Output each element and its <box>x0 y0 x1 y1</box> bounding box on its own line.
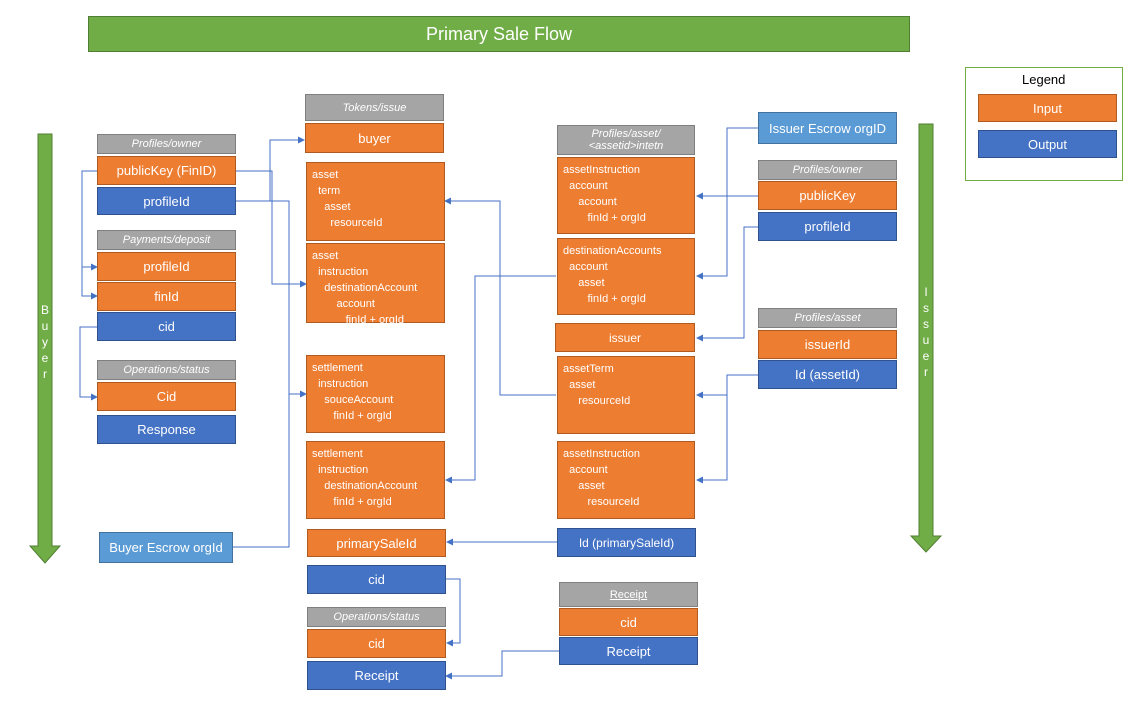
connector <box>696 226 758 342</box>
issuer-asset-id: Id (assetId) <box>758 360 897 389</box>
connector <box>696 374 758 399</box>
connector <box>445 275 556 484</box>
diagram-title: Primary Sale Flow <box>88 16 910 52</box>
issuer-public-key: publicKey <box>758 181 897 210</box>
intent-issuer: issuer <box>555 323 695 352</box>
issuer-lane-arrow <box>909 123 943 553</box>
connector <box>696 127 758 280</box>
payments-profile-id: profileId <box>97 252 236 281</box>
buyer-escrow-org-id: Buyer Escrow orgId <box>99 532 233 563</box>
tokens-asset-term: asset term asset resourceId <box>306 162 445 241</box>
connector <box>444 197 556 396</box>
intent-asset-instruction: assetInstruction account account finId +… <box>557 157 695 234</box>
issuer-letter: e <box>922 349 930 363</box>
bottom-operations-cid: cid <box>307 629 446 658</box>
tokens-primary-sale-id: primarySaleId <box>307 529 446 557</box>
buyer-profiles-owner-header: Profiles/owner <box>97 134 236 154</box>
issuer-profiles-asset-header: Profiles/asset <box>758 308 897 328</box>
payments-deposit-header: Payments/deposit <box>97 230 236 250</box>
buyer-operations-response: Response <box>97 415 236 444</box>
issuer-letter: s <box>923 317 929 331</box>
intent-id-primary-sale-id: Id (primarySaleId) <box>557 528 696 557</box>
connector <box>696 395 728 484</box>
connector <box>236 170 307 288</box>
buyer-operations-status-header: Operations/status <box>97 360 236 380</box>
issuer-letter: r <box>924 365 928 379</box>
buyer-lane-arrow <box>28 133 62 564</box>
buyer-letter: u <box>41 319 49 333</box>
connector <box>236 200 290 394</box>
legend: Legend Input Output <box>965 67 1123 181</box>
bottom-operations-status-header: Operations/status <box>307 607 446 627</box>
buyer-lane-label: B u y e r <box>38 302 52 382</box>
payments-cid: cid <box>97 312 236 341</box>
profiles-asset-intent-header: Profiles/asset/ <assetid>intetn <box>557 125 695 155</box>
buyer-letter: y <box>42 335 48 349</box>
bottom-operations-receipt: Receipt <box>307 661 446 690</box>
issuer-profiles-owner-header: Profiles/owner <box>758 160 897 180</box>
buyer-letter: B <box>40 303 49 317</box>
connector <box>446 578 461 647</box>
tokens-buyer: buyer <box>305 123 444 153</box>
profiles-asset-intent-header-line2: <assetid>intetn <box>588 140 664 152</box>
intent-asset-term: assetTerm asset resourceId <box>557 356 695 434</box>
tokens-cid: cid <box>307 565 446 594</box>
buyer-profile-id: profileId <box>97 187 236 215</box>
buyer-public-key: publicKey (FinID) <box>97 156 236 185</box>
issuer-profile-id: profileId <box>758 212 897 241</box>
buyer-letter: e <box>41 351 49 365</box>
receipt-cid: cid <box>559 608 698 636</box>
connector <box>233 390 307 548</box>
legend-title: Legend <box>1022 72 1066 87</box>
intent-destination-accounts: destinationAccounts account asset finId … <box>557 238 695 315</box>
issuer-letter: s <box>923 301 929 315</box>
legend-input: Input <box>978 94 1117 122</box>
intent-asset-instruction-2: assetInstruction account asset resourceI… <box>557 441 695 519</box>
connector <box>81 267 98 300</box>
tokens-settlement-destination: settlement instruction destinationAccoun… <box>306 441 445 519</box>
issuer-lane-label: I s s u e r <box>919 284 933 380</box>
connector <box>445 650 559 680</box>
receipt-receipt: Receipt <box>559 637 698 665</box>
connector <box>81 170 98 271</box>
tokens-issue-header: Tokens/issue <box>305 94 444 121</box>
issuer-letter: u <box>922 333 930 347</box>
buyer-letter: r <box>43 367 47 381</box>
connector <box>79 326 98 401</box>
issuer-issuer-id: issuerId <box>758 330 897 359</box>
tokens-settlement-source: settlement instruction souceAccount finI… <box>306 355 445 433</box>
buyer-operations-cid: Cid <box>97 382 236 411</box>
payments-fin-id: finId <box>97 282 236 311</box>
receipt-header: Receipt <box>559 582 698 607</box>
profiles-asset-intent-header-line1: Profiles/asset/ <box>591 128 661 140</box>
issuer-letter: I <box>924 285 928 299</box>
issuer-escrow-org-id: Issuer Escrow orgID <box>758 112 897 144</box>
tokens-asset-instruction: asset instruction destinationAccount acc… <box>306 243 445 326</box>
legend-output: Output <box>978 130 1117 158</box>
